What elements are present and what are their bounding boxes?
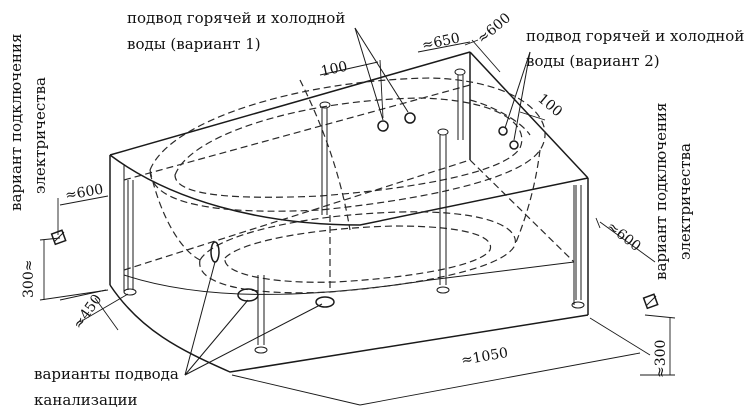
label-drain-line1: варианты подвода [34,365,179,383]
label-hot-cold-v2-line2: воды (вариант 2) [526,52,660,70]
leader-lines [184,27,531,376]
dim-100-left: 100 [320,59,349,80]
leg [454,68,466,140]
drain-outlet-2 [315,296,335,308]
bowl-back-curve [299,79,351,231]
dim-300-right: ≈300 [653,340,669,378]
label-hot-cold-v1-line1: подвод горячей и холодной [127,9,345,27]
dim-650: ≈650 [421,30,462,54]
leg [571,185,585,309]
support-legs [123,68,585,354]
dim-1050: ≈1050 [460,345,509,369]
label-electric-left-line1: вариант подключения [7,34,25,211]
water-fittings [377,112,519,150]
label-hot-cold-v1-line2: воды (вариант 1) [127,35,261,53]
water-inlet-v2-a [498,126,508,136]
electric-box-left [50,229,67,246]
bowl-outline-bottom-inner [224,225,492,283]
frame-hidden-top [123,84,471,181]
drain-overflow [210,241,220,263]
frame-bottom-front [109,284,589,373]
frame-edge-top-back [109,51,471,156]
label-electric-right-line2: электричества [676,143,694,260]
bowl-outline-inner [174,97,523,198]
water-inlet-v1-b [404,112,416,124]
dim-450: ≈450 [70,292,105,333]
leg [254,275,268,354]
label-drain-line2: канализации [34,391,138,409]
leg [123,180,137,296]
leg [319,101,331,215]
bowl-rim-back [469,99,531,136]
bathtub-bowl-hidden [123,77,575,294]
label-hot-cold-v2-line1: подвод горячей и холодной [526,27,744,45]
bowl-outline-upper [149,77,546,212]
dimension-lines [39,39,676,406]
dim-600-top: ≈600 [474,10,514,47]
frame-hidden-bottom [123,159,471,271]
leg [436,128,450,294]
label-electric-right-line1: вариант подключения [652,103,670,280]
bowl-wall-left [149,169,201,261]
bowl-wall-right [514,149,541,246]
drain-fittings [210,241,335,308]
dim-600-left: ≈600 [64,182,105,204]
frame-inner-bottom [123,261,575,295]
electric-box-right [642,293,659,310]
water-inlet-v2-b [509,140,519,150]
drain-outlet-1 [237,288,259,302]
dim-600-right: ≈600 [604,219,644,255]
bathtub-frame [109,51,589,373]
water-inlet-v1-a [377,120,389,132]
dim-300-left: 300≈ [21,260,37,298]
frame-hidden-right [469,159,575,263]
label-electric-left-line2: электричества [31,77,49,194]
text-labels: подвод горячей и холодной воды (вариант … [7,9,744,409]
